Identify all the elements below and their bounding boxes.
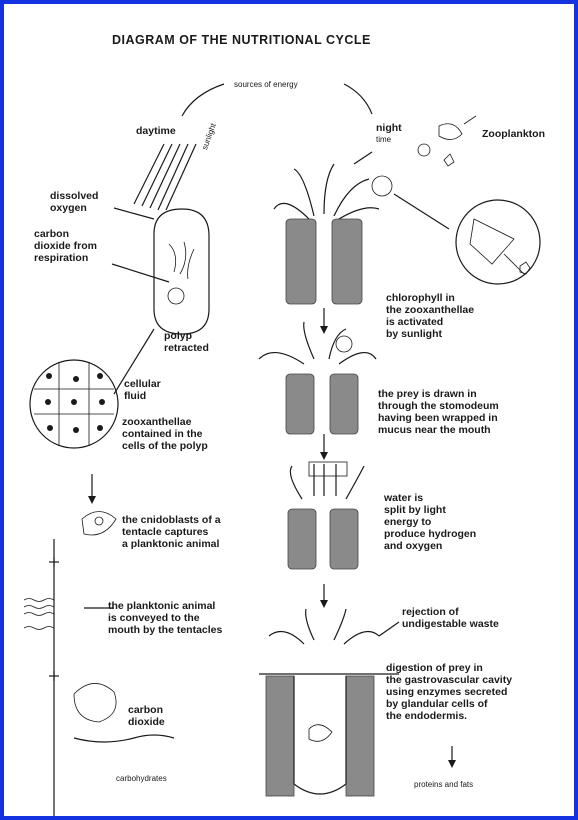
label-zooplankton: Zooplankton: [482, 128, 545, 140]
polyp-digestion-4-drawing: [259, 609, 399, 796]
label-cellular-fluid: cellular fluid: [124, 378, 161, 402]
label-water-split: water is split by light energy to produc…: [384, 492, 476, 552]
arrow-to-daytime: [182, 84, 224, 116]
label-conveyed: the planktonic animal is conveyed to the…: [108, 600, 222, 636]
label-cnidoblasts: the cnidoblasts of a tentacle captures a…: [122, 514, 221, 550]
label-digestion: digestion of prey in the gastrovascular …: [386, 662, 512, 722]
label-rejection-waste: rejection of undigestable waste: [402, 606, 499, 630]
brace: [74, 735, 174, 742]
pointer-oxygen: [114, 208, 154, 219]
chlorophyll-magnified-drawing: [456, 200, 540, 284]
label-prey-drawn-in: the prey is drawn in through the stomode…: [378, 388, 499, 436]
cnidoblast-drawing: [82, 512, 116, 536]
polyp-expanded-1-drawing: [274, 164, 449, 304]
zooplankton-drawing: [418, 116, 476, 166]
arrow-night: [354, 152, 372, 164]
arrow-to-night: [344, 84, 372, 114]
label-carbon-dioxide-respiration: carbon dioxide from respiration: [34, 228, 97, 264]
label-proteins-fats: proteins and fats: [414, 780, 473, 790]
polyp-capture-3-drawing: [288, 462, 364, 569]
label-zooxanthellae: zooxanthellae contained in the cells of …: [122, 416, 208, 452]
label-night: night: [376, 122, 402, 134]
pointer-waste: [379, 622, 399, 636]
label-carbohydrates: carbohydrates: [116, 774, 167, 784]
retracted-polyp-drawing: [112, 208, 209, 334]
sunlight-rays: [134, 144, 196, 210]
label-carbon-dioxide: carbon dioxide: [128, 704, 165, 728]
label-dissolved-oxygen: dissolved oxygen: [50, 190, 98, 214]
plankton-drawing: [24, 599, 54, 630]
label-polyp-retracted: polyp retracted: [164, 330, 209, 354]
pointer-co2: [112, 264, 169, 282]
polyp-feeding-2-drawing: [259, 322, 376, 434]
label-chlorophyll: chlorophyll in the zooxanthellae is acti…: [386, 292, 474, 340]
label-daytime: daytime: [136, 125, 176, 137]
pointer-chlorophyll: [394, 194, 449, 229]
label-sources-of-energy: sources of energy: [234, 80, 298, 90]
label-time: time: [376, 135, 391, 145]
diagram-title: DIAGRAM OF THE NUTRITIONAL CYCLE: [112, 34, 371, 46]
cycle-connectors: [49, 539, 114, 816]
